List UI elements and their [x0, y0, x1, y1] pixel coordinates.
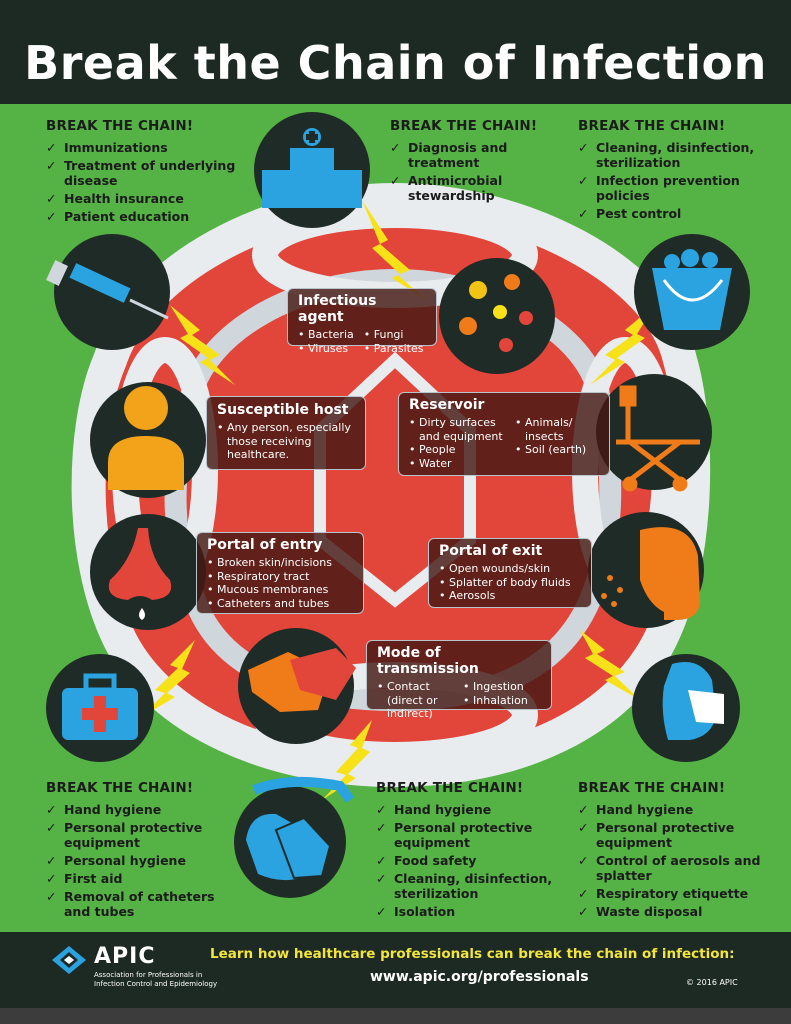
apic-wordmark: APIC	[94, 944, 156, 969]
portal-of-entry-box: Portal of entry Broken skin/incisions Re…	[196, 532, 364, 614]
list-item: Any person, especially those receiving h…	[217, 421, 355, 462]
list-item: Treatment of underlying disease	[46, 158, 246, 188]
copyright: © 2016 APIC	[686, 978, 738, 987]
footer-url-link[interactable]: www.apic.org/professionals	[370, 969, 589, 985]
break-chain-heading: BREAK THE CHAIN!	[376, 780, 524, 796]
mode-of-transmission-box: Mode of transmission Contact (direct or …	[366, 640, 552, 720]
list-item: Mucous membranes	[207, 583, 353, 597]
list-item: Cleaning, disinfection, sterilization	[578, 140, 768, 170]
break-chain-top-left: BREAK THE CHAIN! Immunizations Treatment…	[46, 118, 246, 227]
list-item: People	[409, 443, 505, 457]
coughing-head-icon	[601, 527, 700, 620]
syringe-icon	[46, 260, 169, 320]
footer-cta: Learn how healthcare professionals can b…	[210, 946, 735, 962]
list-item: Hand hygiene	[578, 802, 768, 817]
org-name-line2: Infection Control and Epidemiology	[94, 980, 218, 988]
break-chain-heading: BREAK THE CHAIN!	[578, 780, 726, 796]
list-item: Soil (earth)	[515, 443, 595, 457]
lightning-bolts	[140, 200, 655, 800]
list-item: First aid	[46, 871, 236, 886]
handshake-icon	[248, 648, 356, 712]
list-item: Antimicrobial stewardship	[390, 173, 555, 203]
list-item: Hand hygiene	[376, 802, 576, 817]
apic-logo-icon	[52, 946, 86, 974]
infectious-agent-box: Infectious agent Bacteria Viruses Fungi …	[287, 288, 437, 355]
break-chain-bottom-left: BREAK THE CHAIN! Hand hygiene Personal p…	[46, 780, 236, 922]
lightning-bolt-icon	[580, 630, 640, 700]
stage-title: Infectious agent	[298, 293, 377, 325]
lightning-bolt-icon	[322, 720, 372, 800]
face-mask-icon	[662, 662, 724, 740]
list-item: Removal of catheters and tubes	[46, 889, 236, 919]
first-aid-kit-icon	[62, 673, 138, 740]
break-chain-heading: BREAK THE CHAIN!	[390, 118, 538, 134]
bucket-icon	[652, 249, 732, 330]
reservoir-box: Reservoir Dirty surfaces and equipment P…	[398, 392, 610, 476]
break-chain-top-mid: BREAK THE CHAIN! Diagnosis and treatment…	[390, 118, 555, 206]
list-item: Broken skin/incisions	[207, 556, 353, 570]
bottom-strip	[0, 1008, 791, 1024]
lightning-bolt-icon	[170, 305, 235, 385]
susceptible-host-box: Susceptible host Any person, especially …	[206, 396, 366, 470]
person-icon	[108, 386, 184, 490]
break-chain-bottom-right: BREAK THE CHAIN! Hand hygiene Personal p…	[578, 780, 768, 922]
list-item: Personal protective equipment	[578, 820, 768, 850]
page-title: Break the Chain of Infection	[24, 36, 767, 90]
stage-title: Susceptible host	[217, 402, 349, 418]
break-chain-heading: BREAK THE CHAIN!	[578, 118, 726, 134]
list-item: Parasites	[364, 342, 424, 356]
list-item: Control of aerosols and splatter	[578, 853, 768, 883]
list-item: Infection prevention policies	[578, 173, 768, 203]
list-item: Personal protective equipment	[46, 820, 236, 850]
lightning-bolt-icon	[590, 305, 655, 385]
list-item: Respiratory etiquette	[578, 886, 768, 901]
header-bar	[0, 0, 791, 104]
list-item: Pest control	[578, 206, 768, 221]
lightning-bolt-icon	[140, 640, 195, 718]
stage-title: Portal of exit	[439, 543, 543, 559]
list-item: Water	[409, 457, 505, 471]
list-item: Waste disposal	[578, 904, 768, 919]
list-item: Isolation	[376, 904, 576, 919]
list-item: Hand hygiene	[46, 802, 236, 817]
list-item: Inhalation	[463, 694, 528, 708]
list-item: Food safety	[376, 853, 576, 868]
handwashing-icon	[246, 776, 355, 881]
nose-icon	[108, 528, 172, 620]
list-item: Splatter of body fluids	[439, 576, 581, 590]
list-item: Dirty surfaces and equipment	[409, 416, 505, 443]
break-chain-bottom-mid: BREAK THE CHAIN! Hand hygiene Personal p…	[376, 780, 576, 922]
list-item: Personal hygiene	[46, 853, 236, 868]
list-item: Personal protective equipment	[376, 820, 576, 850]
list-item: Animals/ insects	[515, 416, 595, 443]
germs-icon	[459, 274, 533, 352]
list-item: Immunizations	[46, 140, 246, 155]
portal-of-exit-box: Portal of exit Open wounds/skin Splatter…	[428, 538, 592, 608]
list-item: Patient education	[46, 209, 246, 224]
list-item: Cleaning, disinfection, sterilization	[376, 871, 576, 901]
stage-title: Mode of transmission	[377, 645, 479, 677]
list-item: Health insurance	[46, 191, 246, 206]
lightning-bolt-icon	[362, 200, 426, 300]
footer	[0, 932, 791, 1008]
list-item: Bacteria	[298, 328, 354, 342]
list-item: Catheters and tubes	[207, 597, 353, 611]
hospital-bed-icon	[616, 385, 700, 492]
list-item: Open wounds/skin	[439, 562, 581, 576]
stage-title: Reservoir	[409, 397, 485, 413]
stage-title: Portal of entry	[207, 537, 323, 553]
list-item: Contact (direct or indirect)	[377, 680, 453, 721]
list-item: Aerosols	[439, 589, 581, 603]
list-item: Respiratory tract	[207, 570, 353, 584]
org-name-line1: Association for Professionals in	[94, 971, 203, 979]
hospital-icon	[262, 128, 362, 208]
break-chain-top-right: BREAK THE CHAIN! Cleaning, disinfection,…	[578, 118, 768, 224]
break-chain-heading: BREAK THE CHAIN!	[46, 780, 194, 796]
list-item: Viruses	[298, 342, 354, 356]
list-item: Ingestion	[463, 680, 528, 694]
list-item: Diagnosis and treatment	[390, 140, 555, 170]
break-chain-heading: BREAK THE CHAIN!	[46, 118, 194, 134]
list-item: Fungi	[364, 328, 424, 342]
